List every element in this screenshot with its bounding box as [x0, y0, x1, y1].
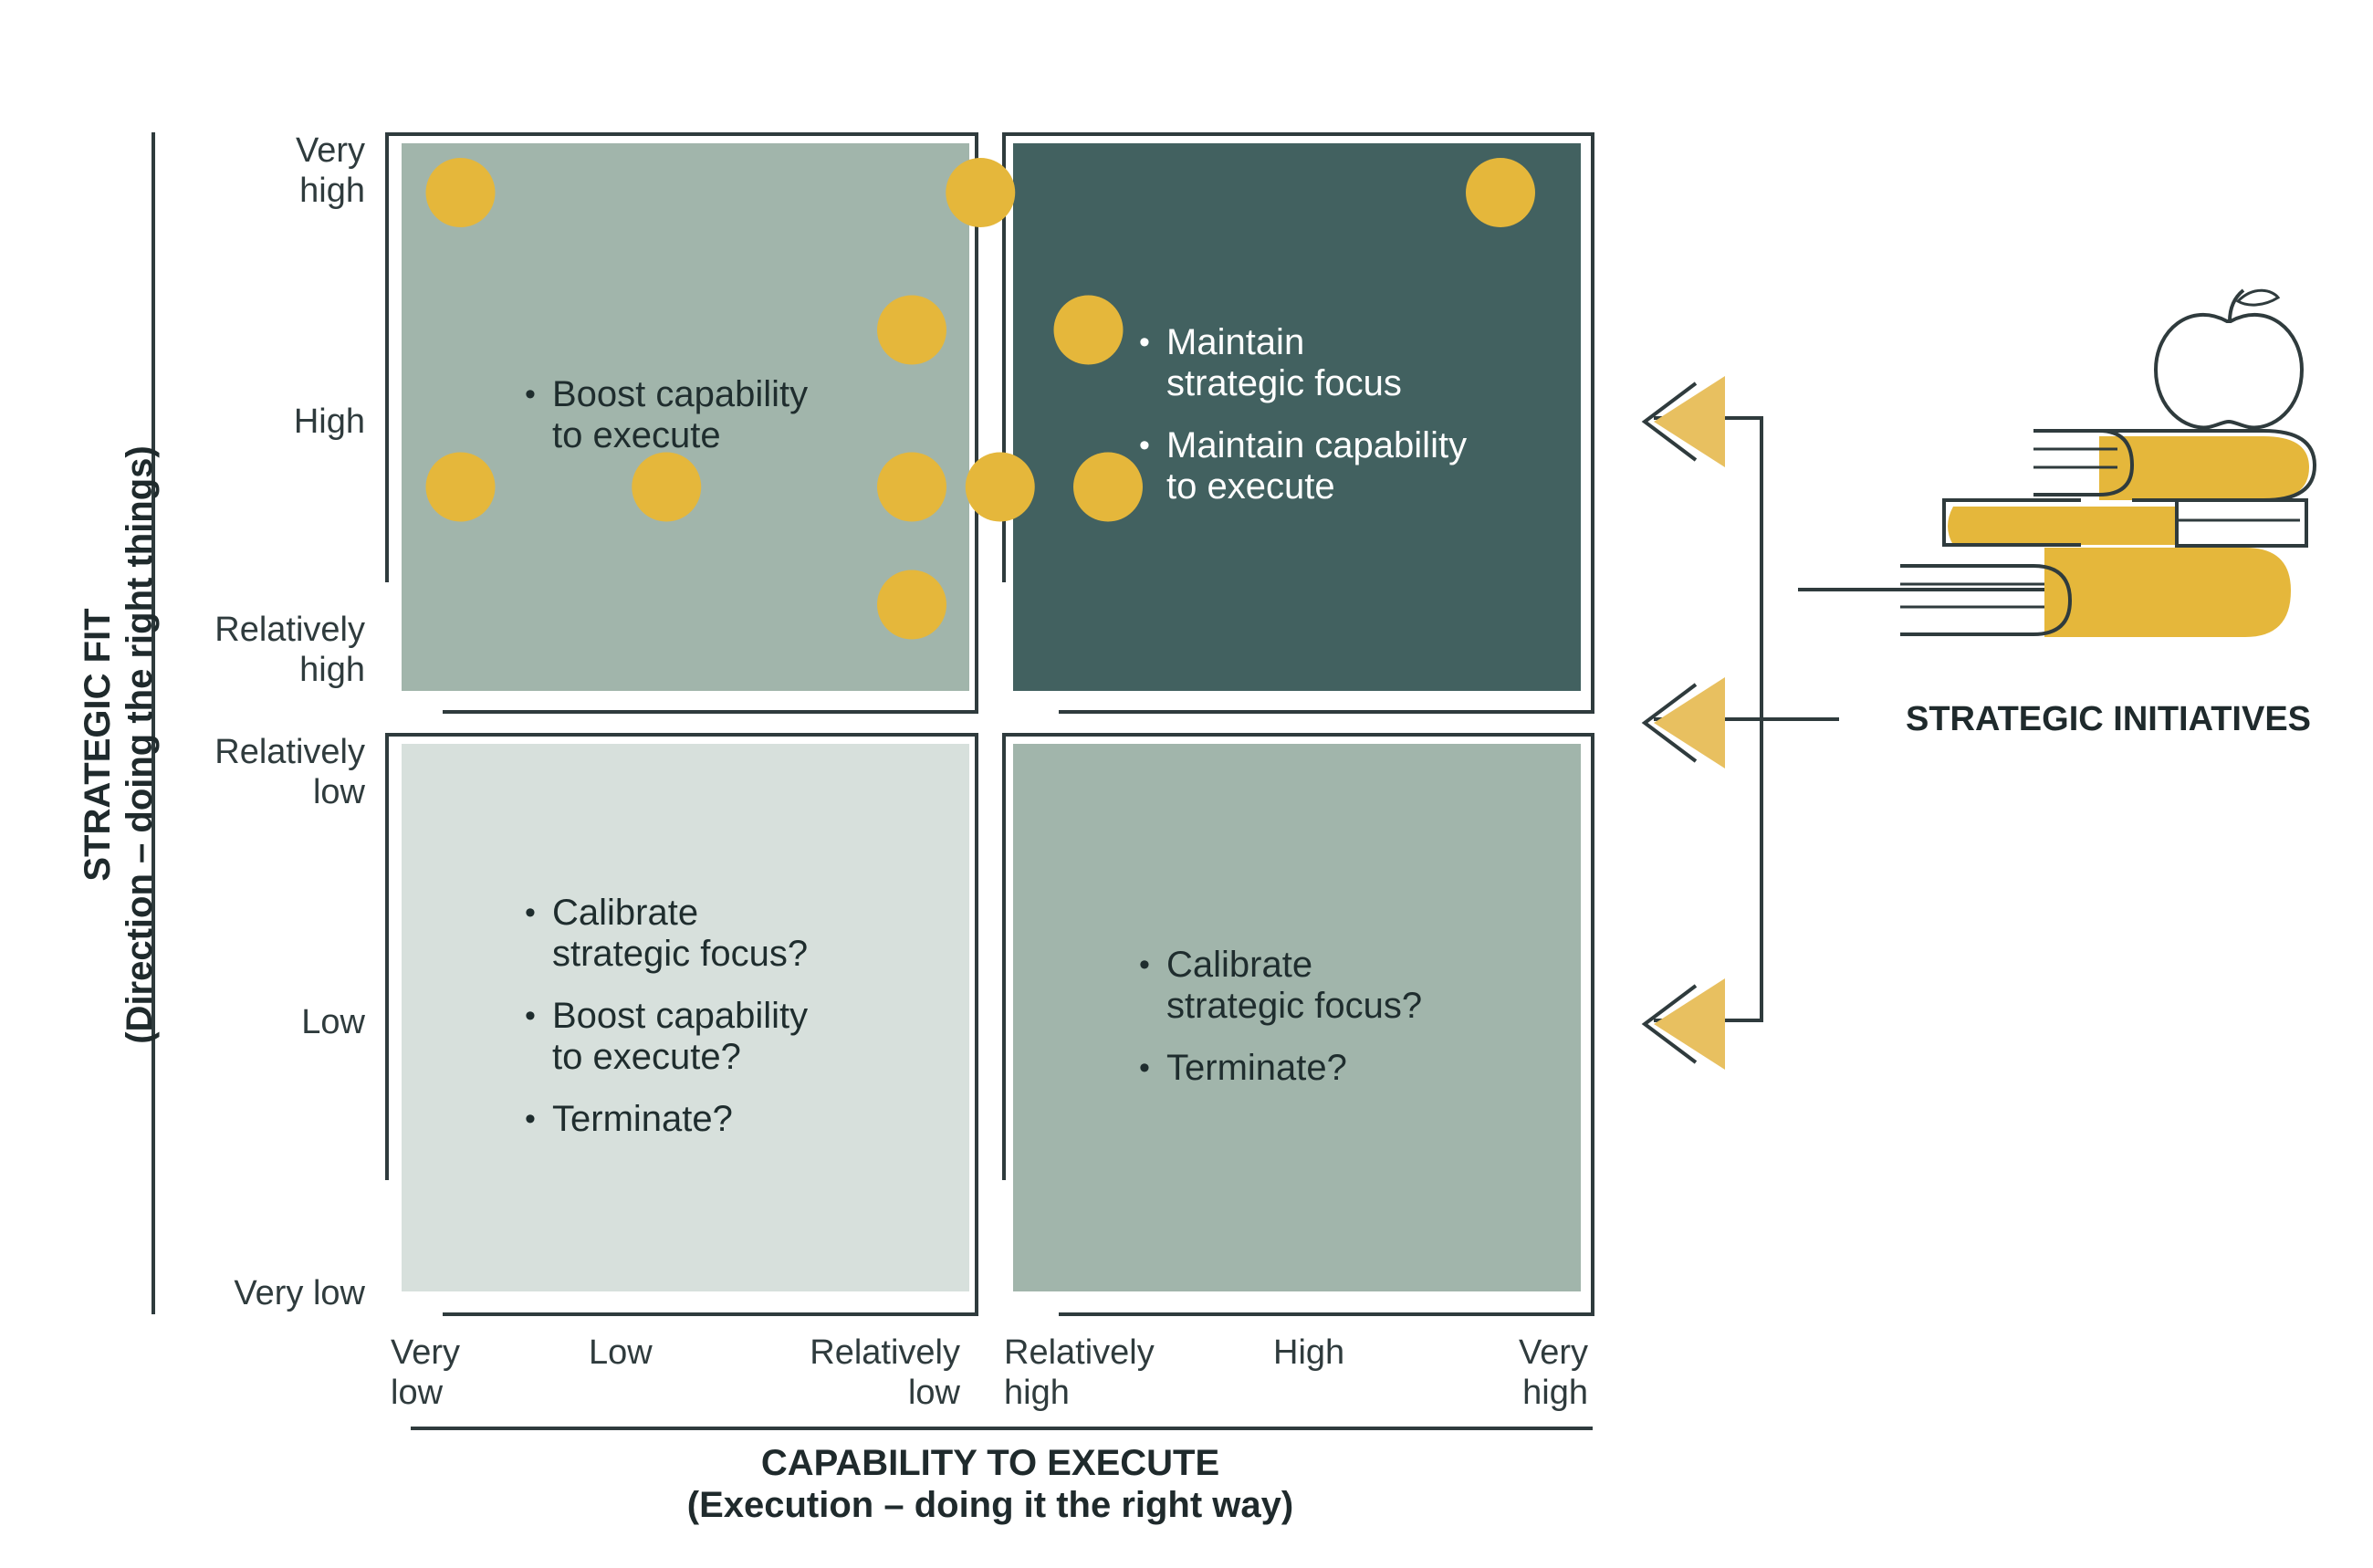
- arrowhead-top: [1641, 376, 1725, 467]
- arrowhead-middle: [1641, 677, 1725, 768]
- data-point: [1073, 452, 1143, 522]
- data-point: [1053, 295, 1124, 365]
- quadrant-frames: [385, 132, 1594, 1316]
- data-point: [877, 452, 946, 522]
- data-point: [877, 295, 946, 365]
- arrowhead-bottom: [1641, 978, 1725, 1070]
- quadrant-bullet: Maintain strategic focus: [1139, 322, 1467, 404]
- x-tick-high: High: [1273, 1333, 1345, 1372]
- arrowheads: [1641, 376, 1725, 1070]
- data-point: [946, 158, 1016, 227]
- data-point: [425, 158, 496, 227]
- data-points: [425, 158, 1535, 640]
- x-tick-low: Low: [589, 1333, 653, 1372]
- quadrant-bullet: Calibrate strategic focus?: [525, 893, 808, 975]
- quadrant-bullet: Boost capability to execute?: [525, 996, 808, 1078]
- data-point: [965, 452, 1035, 522]
- quadrant-bullet: Terminate?: [1139, 1048, 1422, 1089]
- quadrant-bullet: Calibrate strategic focus?: [1139, 945, 1422, 1027]
- bottom-left-bullets: Calibrate strategic focus? Boost capabili…: [525, 893, 808, 1161]
- y-axis-title: STRATEGIC FIT (Direction – doing the rig…: [78, 445, 160, 1044]
- data-point: [425, 452, 496, 522]
- bottom-right-bullets: Calibrate strategic focus? Terminate?: [1139, 945, 1422, 1110]
- x-axis-title: CAPABILITY TO EXECUTE (Execution – doing…: [686, 1443, 1294, 1525]
- top-right-bullets: Maintain strategic focusMaintain capabil…: [1139, 322, 1467, 528]
- y-tick-high: High: [293, 402, 365, 441]
- y-tick-very-low: Very low: [234, 1274, 365, 1312]
- strategic-initiatives-label: STRATEGIC INITIATIVES: [1905, 700, 2312, 738]
- y-tick-low: Low: [301, 1003, 365, 1041]
- data-point: [632, 452, 702, 522]
- quadrant-bullet: Maintain capability to execute: [1139, 425, 1467, 507]
- books-apple-illustration: [1900, 288, 2317, 637]
- quadrant-top-right: [1013, 143, 1581, 691]
- quadrant-bullet: Boost capability to execute: [525, 374, 808, 456]
- top-left-bullets: Boost capability to execute: [525, 374, 808, 477]
- data-point: [1466, 158, 1535, 227]
- data-point: [877, 570, 946, 640]
- quadrant-bullet: Terminate?: [525, 1099, 808, 1140]
